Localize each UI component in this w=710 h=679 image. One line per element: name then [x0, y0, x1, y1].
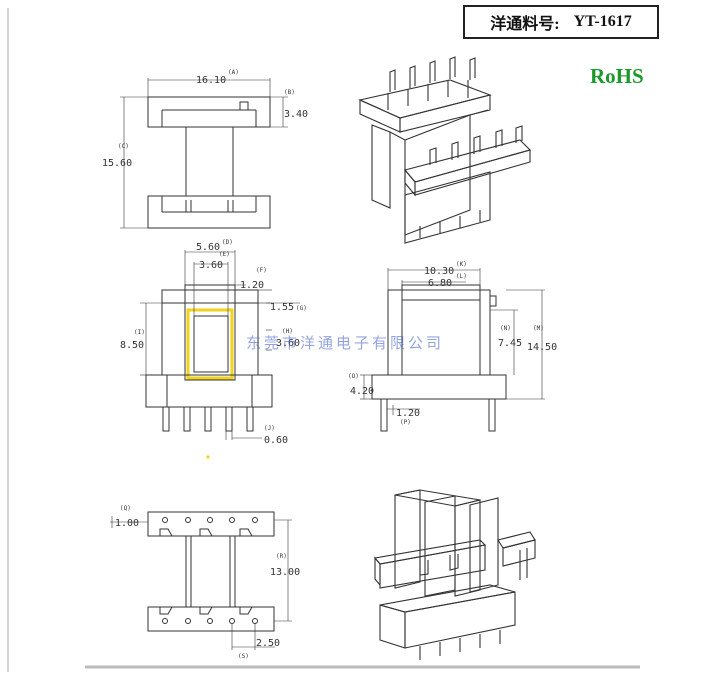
dim-b-value: 3.40 — [284, 109, 308, 120]
dim-d-tag: (D) — [222, 239, 233, 246]
dim-n-value: 7.45 — [498, 338, 522, 349]
model-label: 洋通料号: — [490, 16, 560, 33]
company-watermark: 东莞市洋通电子有限公司 — [246, 334, 445, 352]
dim-c-tag: (C) — [118, 143, 129, 150]
dim-n-tag: (N) — [500, 325, 511, 332]
dim-h-value: 3.60 — [276, 338, 300, 349]
dim-j-tag: (J) — [264, 425, 275, 432]
marker-dot — [206, 455, 210, 459]
front-view — [140, 250, 300, 440]
dim-i-value: 8.50 — [120, 340, 144, 351]
dim-f-value: 1.20 — [240, 280, 264, 291]
highlight-box — [186, 308, 234, 380]
dim-q-value: 1.00 — [115, 518, 139, 529]
rohs-badge: RoHS — [590, 64, 644, 88]
dim-p-tag: (P) — [400, 419, 411, 426]
dim-l-value: 6.80 — [428, 278, 452, 289]
model-number-box: 洋通料号: YT-1617 — [463, 5, 659, 39]
bottom-view — [110, 511, 292, 650]
dim-g-tag: (G) — [296, 305, 307, 312]
dim-k-value: 10.30 — [424, 266, 454, 277]
dim-h-tag: (H) — [282, 328, 293, 335]
dim-q-tag: (Q) — [120, 505, 131, 512]
dim-p-value: 1.20 — [396, 408, 420, 419]
dim-b-tag: (B) — [284, 89, 295, 96]
dim-o-tag: (O) — [348, 373, 359, 380]
top-view-upper-flange — [147, 96, 271, 128]
dim-k-tag: (K) — [456, 261, 467, 268]
dim-d-value: 5.60 — [196, 242, 220, 253]
top-view-lower-flange — [147, 195, 271, 229]
dim-r-value: 13.00 — [270, 567, 300, 578]
dim-r-tag: (R) — [276, 553, 287, 560]
dim-c-value: 15.60 — [102, 158, 132, 169]
dim-m-value: 14.50 — [527, 342, 557, 353]
dim-e-value: 3.60 — [199, 260, 223, 271]
dim-i-tag: (I) — [134, 329, 145, 336]
dim-g-value: 1.55 — [270, 302, 294, 313]
dim-e-tag: (E) — [219, 251, 230, 258]
isometric-view-bottom — [373, 489, 536, 660]
side-view — [360, 268, 545, 432]
dim-l-tag: (L) — [456, 273, 467, 280]
top-view — [120, 78, 288, 229]
dim-m-tag: (M) — [533, 325, 544, 332]
isometric-view-top — [358, 56, 532, 244]
dim-a-value: 16.10 — [196, 75, 226, 86]
model-number: YT-1617 — [573, 13, 632, 30]
dim-o-value: 4.20 — [350, 386, 374, 397]
dim-s-tag: (S) — [238, 653, 249, 660]
dim-f-tag: (F) — [256, 267, 267, 274]
dim-s-value: 2.50 — [256, 638, 280, 649]
dim-j-value: 0.60 — [264, 435, 288, 446]
dim-a-tag: (A) — [228, 69, 239, 76]
